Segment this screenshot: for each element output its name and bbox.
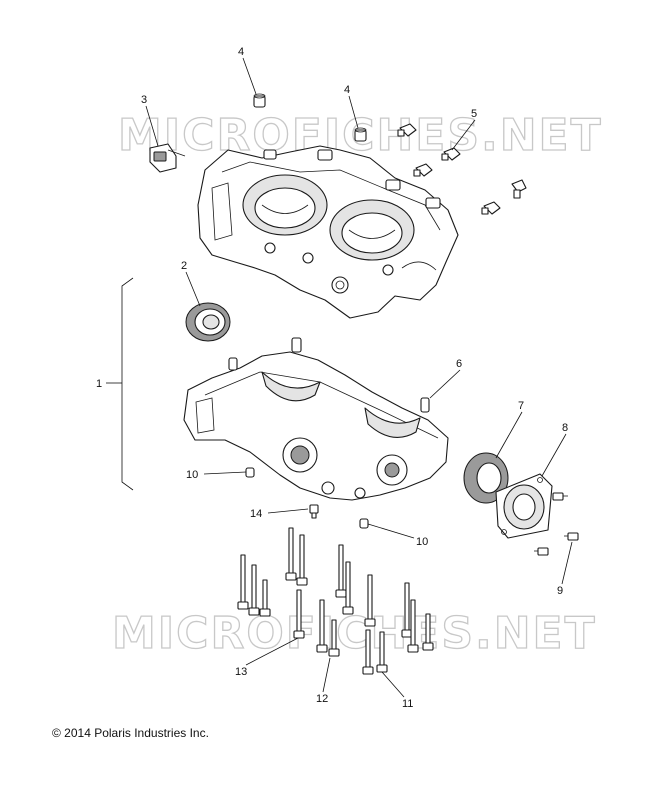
lower-crankcase [183,337,449,501]
dowel-part-10b [359,518,369,529]
callout-10b: 10 [416,536,428,548]
callout-11: 11 [402,698,413,710]
gasket-part-7 [463,452,509,504]
callout-8: 8 [562,422,568,434]
callout-4a: 4 [238,46,244,58]
bolt-part-14 [309,504,319,519]
callout-5: 5 [471,108,477,120]
callout-1: 1 [96,378,102,390]
bolts-part-13 [237,527,308,639]
bolts-part-12 [316,544,354,657]
callout-2: 2 [181,260,187,272]
bracket-part-1 [121,277,134,491]
fittings-part-5 [397,123,527,215]
callout-9: 9 [557,585,563,597]
dowel-part-6 [420,397,430,413]
callout-14: 14 [250,508,262,520]
seal-part-2 [185,302,231,342]
upper-crankcase [197,145,459,319]
callout-13: 13 [235,666,247,678]
callout-4b: 4 [344,84,350,96]
dowel-part-10a [245,467,255,478]
plug-part-4a [253,93,266,108]
cover-part-8 [495,473,553,539]
callout-6: 6 [456,358,462,370]
copyright-notice: © 2014 Polaris Industries Inc. [52,726,209,740]
callout-7: 7 [518,400,524,412]
plug-part-4b [354,127,367,142]
watermark-bottom: MICROFICHES.NET [112,608,597,659]
bolts-part-11 [362,574,434,675]
callout-12: 12 [316,693,328,705]
callout-3: 3 [141,94,147,106]
leader-lines [106,57,573,698]
sensor-part-3 [149,143,186,173]
screws-part-9 [534,492,579,556]
callout-10a: 10 [186,469,198,481]
